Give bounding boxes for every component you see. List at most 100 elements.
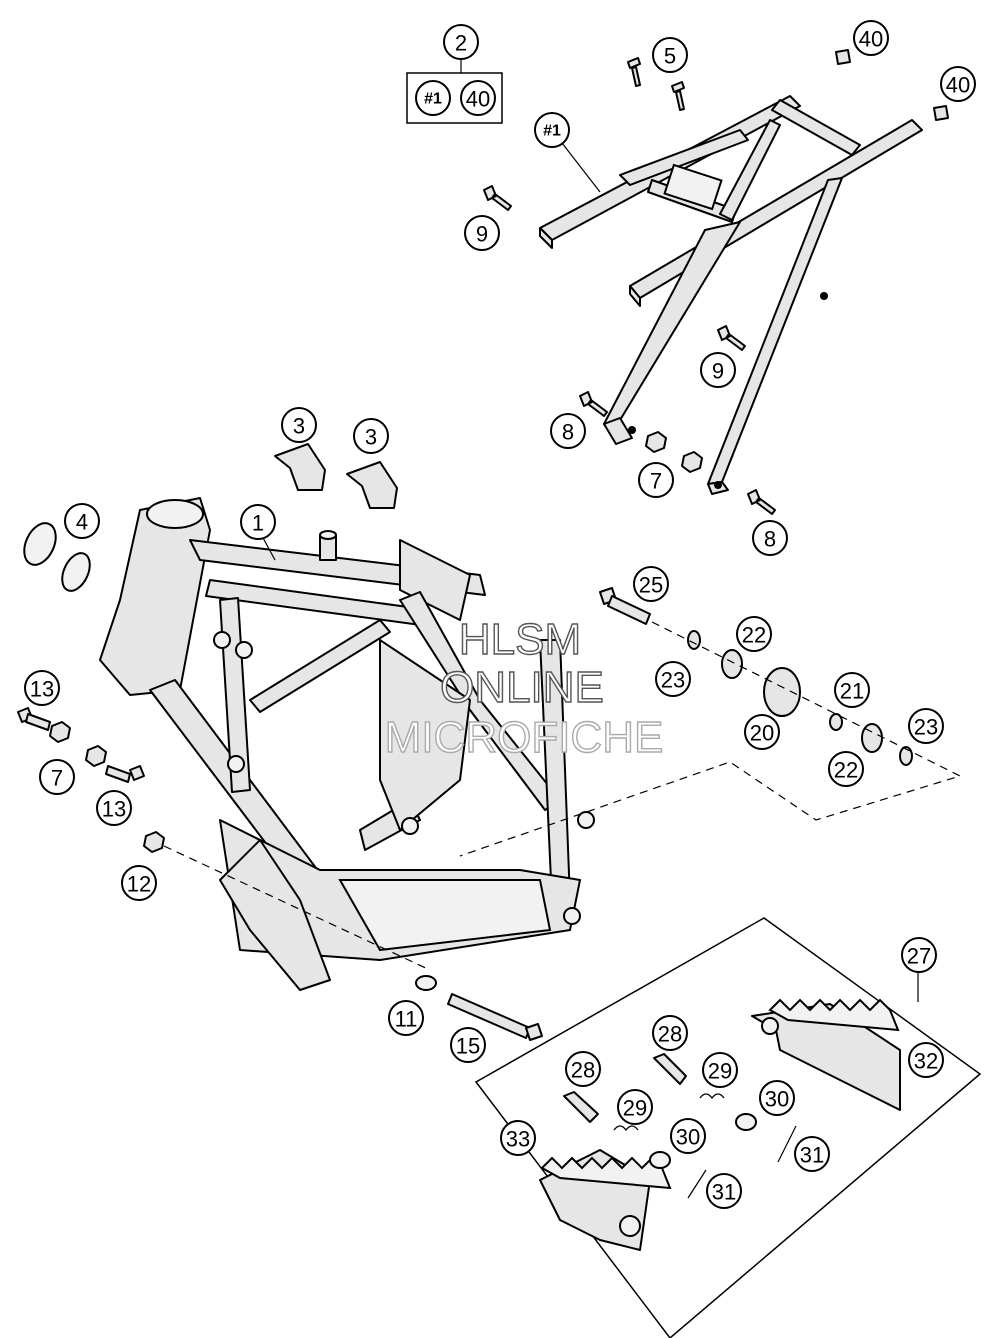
- callout-label: 40: [466, 87, 490, 112]
- callout-circle: [24, 670, 60, 706]
- footpeg-small-parts: [563, 1053, 797, 1199]
- callout-label: 22: [834, 758, 858, 783]
- footpeg-kit-box: [474, 917, 982, 1338]
- callout-label: 9: [712, 359, 724, 384]
- callout-label: 28: [658, 1022, 682, 1047]
- callout-label: 15: [456, 1034, 480, 1059]
- callout-circle: [901, 937, 937, 973]
- callout-label: 33: [506, 1127, 530, 1152]
- callout-label: 29: [708, 1059, 732, 1084]
- callout-circle: [39, 759, 75, 795]
- watermark-line2: ONLINE: [440, 663, 604, 712]
- callout-label: 3: [293, 414, 305, 439]
- rings: [23, 522, 91, 592]
- callout-circle: [652, 37, 688, 73]
- callout-c1b: #1: [534, 112, 570, 148]
- callout-label: 31: [800, 1143, 824, 1168]
- callout-label: 5: [664, 44, 676, 69]
- callout-c7b: 7: [39, 759, 75, 795]
- callout-c21: 21: [834, 672, 870, 708]
- callout-c25: 25: [633, 566, 669, 602]
- watermark-line1: HLSM: [459, 615, 581, 664]
- guards: [274, 443, 398, 509]
- callout-c1a: #1: [415, 80, 451, 116]
- callout-circle: [655, 661, 691, 697]
- callout-label: 13: [30, 677, 54, 702]
- callout-c28b: 28: [565, 1051, 601, 1087]
- callout-circle: [464, 215, 500, 251]
- callout-c22b: 22: [828, 751, 864, 787]
- callout-c11: 11: [388, 1000, 424, 1036]
- callout-label: 20: [750, 721, 774, 746]
- callout-c1: 1: [240, 504, 276, 540]
- callout-c40b: 40: [853, 20, 889, 56]
- callout-label: 4: [76, 510, 88, 535]
- callout-circle: [828, 751, 864, 787]
- callout-circle: [652, 1015, 688, 1051]
- callout-circle: [388, 1000, 424, 1036]
- callout-label: 23: [661, 668, 685, 693]
- callout-c40a: 40: [460, 80, 496, 116]
- callout-circle: [834, 672, 870, 708]
- callout-circle: [700, 352, 736, 388]
- callout-circle: [281, 407, 317, 443]
- callout-c29a: 29: [702, 1052, 738, 1088]
- callout-circle: [736, 616, 772, 652]
- callout-circle: [940, 66, 976, 102]
- callout-label: 7: [650, 469, 662, 494]
- callout-circle: [794, 1136, 830, 1172]
- callout-circle: [759, 1080, 795, 1116]
- callout-c30b: 30: [670, 1118, 706, 1154]
- callout-circle: [500, 1120, 536, 1156]
- callout-circle: [670, 1118, 706, 1154]
- callout-circle: [702, 1052, 738, 1088]
- footpegs: [539, 998, 901, 1251]
- callout-label: 22: [742, 623, 766, 648]
- callout-c8b: 8: [752, 520, 788, 556]
- callout-c27: 27: [901, 937, 937, 973]
- left-hardware: [17, 707, 165, 853]
- callout-circle: [908, 1042, 944, 1078]
- callout-c8a: 8: [550, 413, 586, 449]
- callout-label: 31: [712, 1180, 736, 1205]
- callout-circle: [64, 503, 100, 539]
- callout-c28a: 28: [652, 1015, 688, 1051]
- callout-label: 25: [639, 573, 663, 598]
- callout-circle: [633, 566, 669, 602]
- callout-circle: [415, 80, 451, 116]
- kit-box: [406, 72, 503, 124]
- callout-c23a: 23: [655, 661, 691, 697]
- callout-circle: [443, 24, 479, 60]
- watermark-line3: MICROFICHE: [385, 713, 664, 762]
- callout-c15: 15: [450, 1027, 486, 1063]
- callout-label: 29: [623, 1096, 647, 1121]
- callout-label: 8: [764, 527, 776, 552]
- callout-c29b: 29: [617, 1089, 653, 1125]
- callout-circle: [752, 520, 788, 556]
- callout-circle: [353, 418, 389, 454]
- callout-label: 30: [676, 1125, 700, 1150]
- callout-label: 8: [562, 420, 574, 445]
- callout-c22a: 22: [736, 616, 772, 652]
- callout-label: 21: [840, 679, 864, 704]
- callout-circle: [853, 20, 889, 56]
- callout-circle: [617, 1089, 653, 1125]
- callout-label: 11: [395, 1007, 418, 1032]
- callout-c7a: 7: [638, 462, 674, 498]
- callout-label: 27: [907, 944, 931, 969]
- callout-circle: [450, 1027, 486, 1063]
- callout-circle: [240, 504, 276, 540]
- swingarm-bolt: [415, 975, 543, 1041]
- callout-label: 13: [102, 797, 126, 822]
- callout-c12: 12: [121, 865, 157, 901]
- callout-label: 9: [476, 222, 488, 247]
- callout-label: #1: [424, 91, 442, 108]
- callout-c40c: 40: [940, 66, 976, 102]
- callout-label: #1: [543, 123, 561, 140]
- callout-c23b: 23: [908, 708, 944, 744]
- watermark: HLSM ONLINE MICROFICHE: [384, 614, 664, 762]
- callout-c13a: 13: [24, 670, 60, 706]
- callout-label: 30: [765, 1087, 789, 1112]
- shock-hardware: [599, 587, 913, 766]
